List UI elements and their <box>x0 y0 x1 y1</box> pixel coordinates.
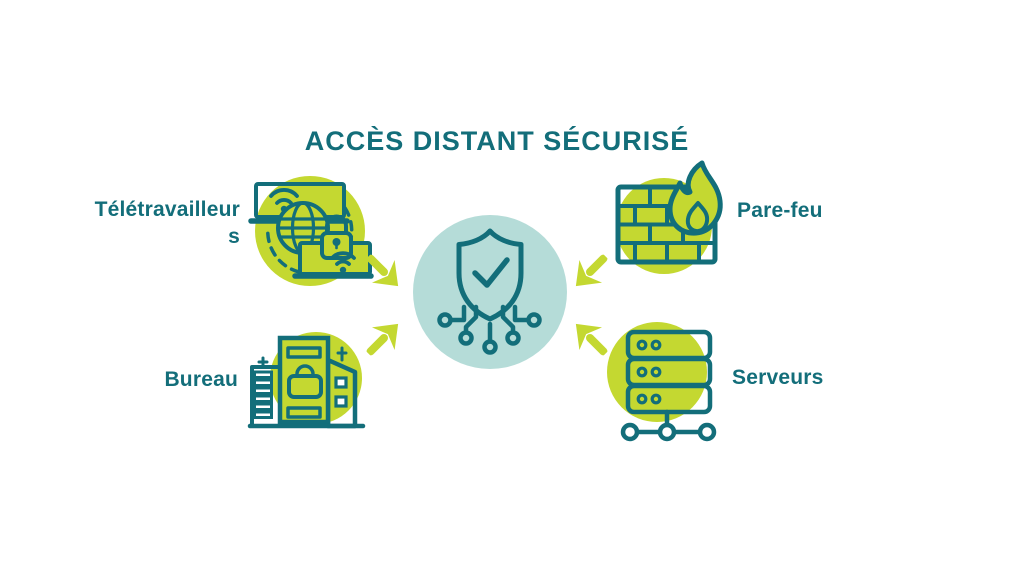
shield-check-network-icon <box>413 215 567 369</box>
server-rack-network-icon <box>607 322 717 442</box>
office-label: Bureau <box>164 368 238 391</box>
padlock-icon <box>325 214 348 235</box>
servers-label: Serveurs <box>732 366 824 389</box>
checkmark-icon <box>472 257 510 288</box>
arrow-office-to-center <box>366 323 399 356</box>
wifi-icon <box>269 188 299 198</box>
center-hub <box>412 214 568 370</box>
circuit-traces-icon <box>437 304 542 355</box>
teleworkers-laptops-globe-lock-icon <box>248 176 374 286</box>
wifi-icon <box>330 251 356 260</box>
node-office <box>245 320 375 432</box>
firewall-label: Pare-feu <box>737 199 823 222</box>
shield-icon <box>456 228 524 322</box>
flame-icon <box>667 160 723 236</box>
arrow-teleworkers-to-center <box>366 254 399 287</box>
firewall-brick-flame-icon <box>615 160 723 274</box>
office-buildings-icon <box>247 332 366 429</box>
node-teleworkers <box>248 172 376 300</box>
node-servers <box>600 315 720 445</box>
diagram-title: ACCÈS DISTANT SÉCURISÉ <box>304 126 690 156</box>
teleworkers-label: Télétravailleur s <box>94 198 240 248</box>
arrow-firewall-to-center <box>575 254 608 287</box>
briefcase-icon <box>295 364 315 378</box>
arrow-servers-to-center <box>575 323 608 356</box>
node-firewall <box>605 157 740 280</box>
